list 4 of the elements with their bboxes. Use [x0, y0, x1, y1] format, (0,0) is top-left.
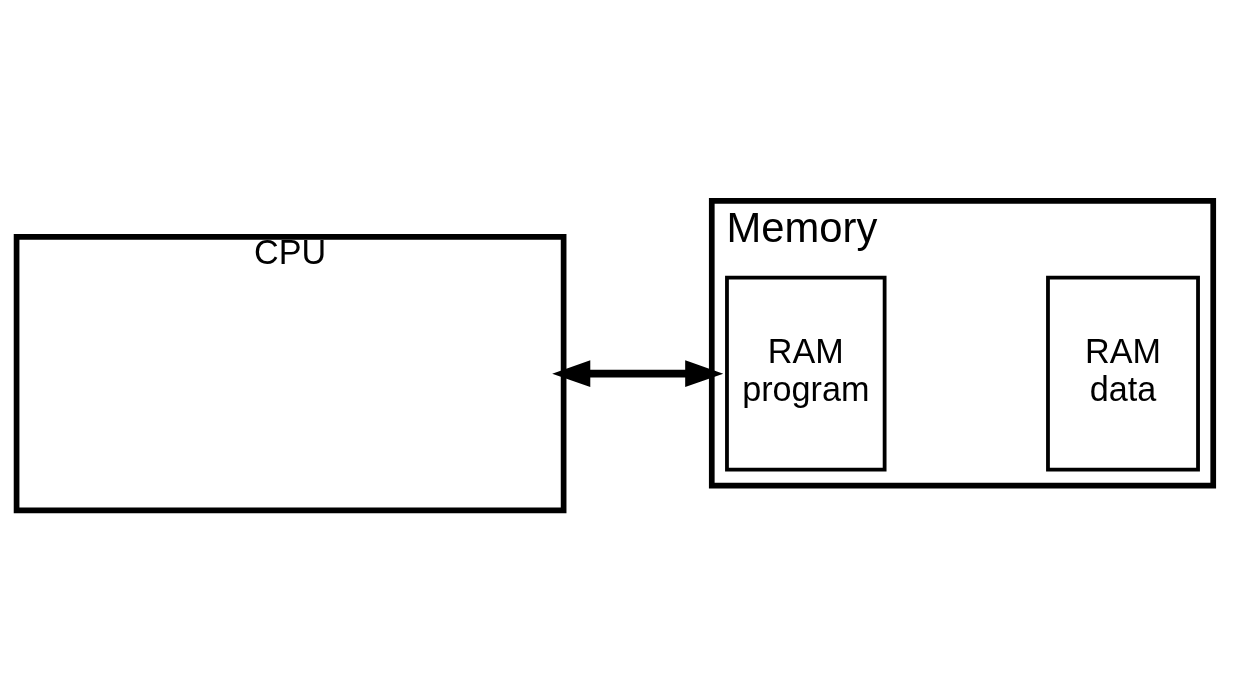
node-box: CPU	[13, 233, 567, 513]
node-box: RAM data	[1046, 275, 1200, 471]
arrow	[552, 359, 724, 387]
node-box: RAM program	[725, 275, 887, 471]
